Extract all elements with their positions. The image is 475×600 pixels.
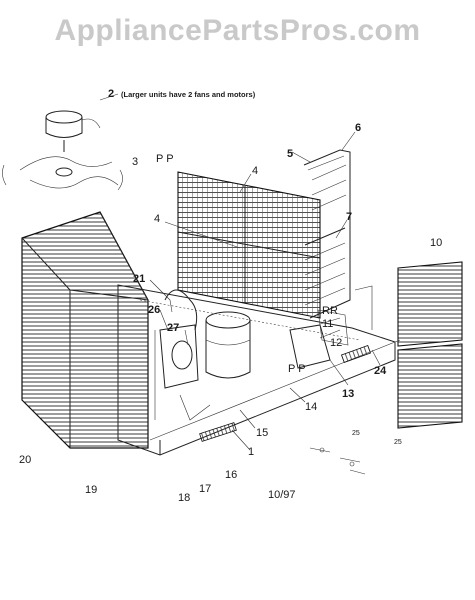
label-tube-a: 5 [287, 148, 293, 160]
leader-lines [99, 93, 381, 451]
compressor-part[interactable] [205, 311, 251, 379]
label-panel-top: 4 [252, 165, 258, 177]
label-rr: RR [322, 305, 338, 317]
side-grille-panel-part[interactable] [397, 261, 463, 429]
base-frame-part[interactable] [117, 284, 401, 456]
label-tubing: 21 [133, 273, 145, 285]
note-larger-units: (Larger units have 2 fans and motors) [121, 90, 256, 99]
label-valve: 26 [148, 304, 160, 316]
small-hardware-part[interactable] [309, 447, 366, 475]
label-screw: 18 [178, 492, 190, 504]
label-coil: 20 [19, 454, 31, 466]
control-components-part[interactable] [154, 289, 211, 421]
label-pp-bottom: P P [288, 363, 306, 375]
refrigerant-tubes-part[interactable] [303, 149, 351, 319]
label-small-b: 25 [394, 439, 402, 446]
label-switch: 24 [374, 365, 387, 377]
label-fan-blade: 3 [132, 156, 138, 168]
label-control-box: 12 [330, 337, 342, 349]
label-bottom: 19 [85, 484, 97, 496]
back-panel-part[interactable] [177, 171, 321, 319]
condenser-coil-part[interactable] [21, 211, 149, 449]
label-base-part: 13 [342, 388, 354, 400]
label-tube-c: 7 [346, 211, 352, 223]
label-base-front: 15 [256, 427, 268, 439]
label-item-one: 1 [248, 446, 254, 458]
label-bracket: 11 [322, 318, 333, 330]
label-tube-b: 6 [355, 122, 361, 134]
label-rail: 14 [305, 401, 317, 413]
label-date: 10/97 [268, 489, 296, 501]
label-fitting: 27 [167, 322, 179, 334]
watermark-text: AppliancePartsPros.com [54, 14, 421, 47]
fan-blade-part[interactable] [2, 156, 123, 191]
label-fan-motor: 2 [108, 88, 114, 100]
label-panel-mid: 4 [154, 213, 160, 225]
fan-motor-part[interactable] [45, 110, 101, 152]
label-small-a: 25 [352, 430, 360, 437]
label-bolt: 17 [199, 483, 211, 495]
label-pp-top: P P [156, 153, 174, 165]
label-foot: 16 [225, 469, 237, 481]
label-side-panel: 10 [430, 237, 442, 249]
